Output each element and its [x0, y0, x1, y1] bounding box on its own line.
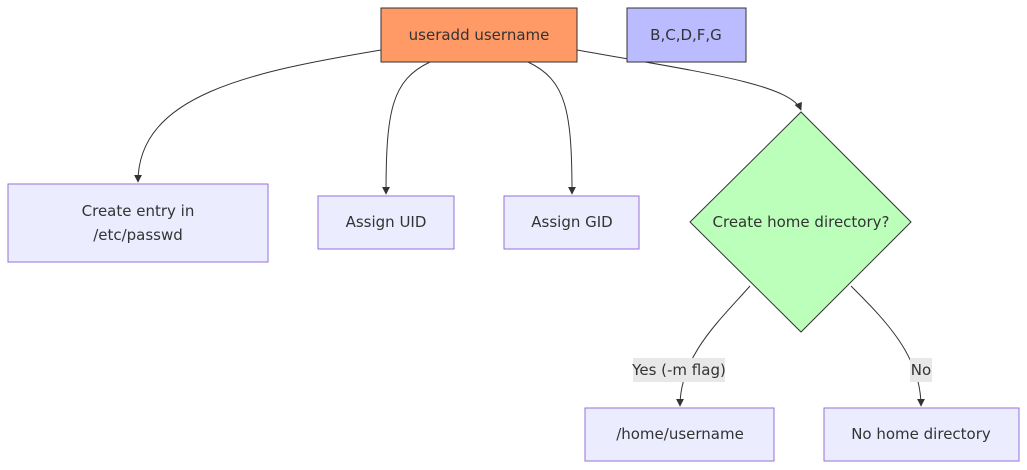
edge-useradd-to-gid	[527, 61, 576, 195]
decision-diamond	[689, 111, 912, 333]
passwd-label-line2: /etc/passwd	[93, 226, 183, 244]
node-gid: Assign GID	[503, 195, 640, 250]
node-decision: Create home directory?	[689, 111, 912, 333]
edge-label-no-bg	[910, 358, 932, 382]
passwd-box	[7, 183, 269, 263]
gid-label: Assign GID	[531, 213, 612, 231]
passwd-label-line1: Create entry in	[82, 202, 195, 220]
home-label: /home/username	[616, 425, 744, 443]
edge-label-no: No	[910, 358, 932, 382]
useradd-label: useradd username	[409, 26, 550, 44]
node-passwd: Create entry in /etc/passwd	[7, 183, 269, 263]
edge-useradd-to-uid	[382, 61, 431, 195]
edge-label-yes-bg	[633, 358, 725, 382]
edge-useradd-to-passwd	[134, 49, 382, 183]
node-home: /home/username	[584, 407, 775, 462]
edge-label-yes: Yes (-m flag)	[631, 358, 726, 382]
node-useradd: useradd username	[380, 7, 578, 63]
edge-decision-to-home	[676, 285, 751, 407]
edges	[134, 49, 925, 407]
nohome-label: No home directory	[851, 425, 991, 443]
edge-useradd-to-decision	[576, 49, 802, 111]
useradd-box	[380, 7, 578, 63]
uid-box	[317, 195, 455, 250]
gid-box	[503, 195, 640, 250]
decision-label: Create home directory?	[713, 213, 890, 231]
home-box	[584, 407, 775, 462]
uid-label: Assign UID	[346, 213, 427, 231]
note-label: B,C,D,F,G	[650, 26, 722, 44]
node-uid: Assign UID	[317, 195, 455, 250]
edge-decision-to-nohome	[850, 285, 925, 407]
nohome-box	[823, 407, 1020, 462]
edge-label-yes-text: Yes (-m flag)	[631, 361, 726, 379]
edge-label-no-text: No	[911, 361, 931, 379]
note-box	[626, 7, 747, 63]
node-nohome: No home directory	[823, 407, 1020, 462]
node-note: B,C,D,F,G	[626, 7, 747, 63]
